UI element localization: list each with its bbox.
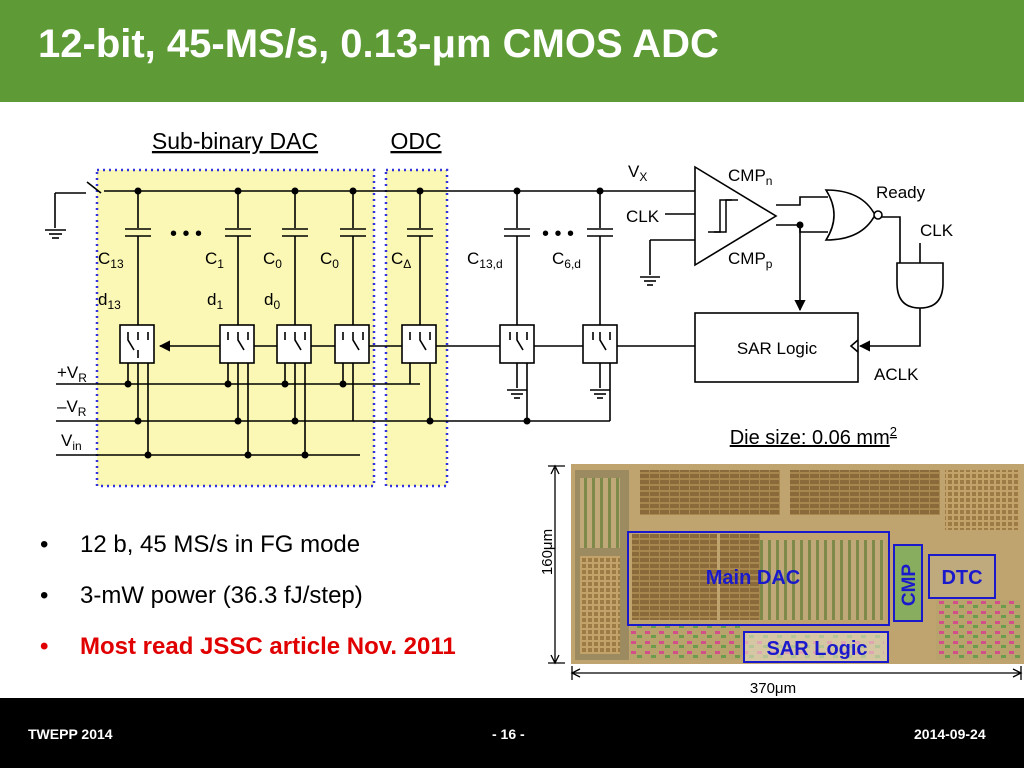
die-photo: Die size: 0.06 mm2 Main DAC CMP DTC SAR … <box>539 424 1024 697</box>
clk2-label: CLK <box>920 221 954 240</box>
sar-region <box>743 631 889 663</box>
switch-array <box>119 324 618 364</box>
bit-label-d0: d0 <box>264 290 280 312</box>
cmpp-label: CMPp <box>728 249 773 271</box>
cap-label-c1: C1 <box>205 249 224 271</box>
clk-label: CLK <box>626 207 660 226</box>
rail-label-vin: Vin <box>61 431 82 453</box>
cap-label-c13d: C13,d <box>467 249 503 271</box>
bit-labels: d13 d1 d0 <box>98 290 280 312</box>
cap-label-c13: C13 <box>98 249 124 271</box>
rail-labels: +VR –VR Vin <box>57 363 87 453</box>
dac-ellipsis: • • • <box>170 223 202 245</box>
switch-symbols <box>127 332 611 358</box>
odc-section-label: ODC <box>390 128 441 154</box>
content-canvas: Sub-binary DAC ODC <box>45 128 1024 697</box>
cap-label-cdelta: CΔ <box>391 249 411 271</box>
rail-label-vrp: +VR <box>57 363 87 385</box>
footer-date: 2014-09-24 <box>914 726 986 742</box>
bullet-item-highlight: • Most read JSSC article Nov. 2011 <box>40 630 456 681</box>
bullet-item: • 12 b, 45 MS/s in FG mode <box>40 528 456 579</box>
dtc-region <box>928 554 996 599</box>
bullet-text: 3-mW power (36.3 fJ/step) <box>80 582 363 609</box>
bullet-marker: • <box>40 531 49 558</box>
comparator-symbol <box>694 165 778 267</box>
bit-label-d13: d13 <box>98 290 121 312</box>
cmp-region <box>893 544 923 622</box>
bullet-marker: • <box>40 633 49 660</box>
main-dac-label: Main DAC <box>706 567 800 589</box>
cap-label-c0a: C0 <box>263 249 282 271</box>
dac-section-label: Sub-binary DAC <box>152 128 318 154</box>
footer-page-number: - 16 - <box>492 726 525 742</box>
footer-conference: TWEPP 2014 <box>28 726 113 742</box>
vx-label: VX <box>628 162 647 184</box>
ready-label: Ready <box>876 183 926 202</box>
bullet-item: • 3-mW power (36.3 fJ/step) <box>40 579 456 630</box>
die-width-label: 370μm <box>750 680 796 697</box>
footer: TWEPP 2014 - 16 - 2014-09-24 <box>0 698 1024 768</box>
bullet-list: • 12 b, 45 MS/s in FG mode • 3-mW power (3… <box>40 528 456 681</box>
capacitor-labels: C13 C1 C0 C0 CΔ C13,d C6,d <box>98 249 581 271</box>
aclk-label: ACLK <box>874 365 919 384</box>
sar-logic-block <box>694 312 859 383</box>
nor-gate <box>824 189 876 241</box>
redundant-ellipsis: • • • <box>542 223 574 245</box>
bullet-text: 12 b, 45 MS/s in FG mode <box>80 531 361 558</box>
dtc-label: DTC <box>941 567 982 589</box>
cmpn-label: CMPn <box>728 166 772 188</box>
cap-label-c0b: C0 <box>320 249 339 271</box>
bullet-text: Most read JSSC article Nov. 2011 <box>80 633 456 660</box>
die-height-label: 160μm <box>539 529 556 575</box>
die-size-caption: Die size: 0.06 mm2 <box>730 424 897 449</box>
bit-label-d1: d1 <box>207 290 223 312</box>
main-dac-region <box>627 531 890 626</box>
sar-logic-region-label: SAR Logic <box>766 638 867 660</box>
bullet-marker: • <box>40 582 49 609</box>
rail-label-vrn: –VR <box>57 397 87 419</box>
circuit-junctions <box>124 187 804 459</box>
cmp-label: CMP <box>899 564 920 607</box>
title-bar: 12-bit, 45-MS/s, 0.13-μm CMOS ADC <box>0 0 1024 102</box>
cap-label-c6d: C6,d <box>552 249 581 271</box>
and-gate <box>896 262 944 309</box>
sar-logic-label: SAR Logic <box>737 339 818 358</box>
slide-title: 12-bit, 45-MS/s, 0.13-μm CMOS ADC <box>38 22 719 66</box>
